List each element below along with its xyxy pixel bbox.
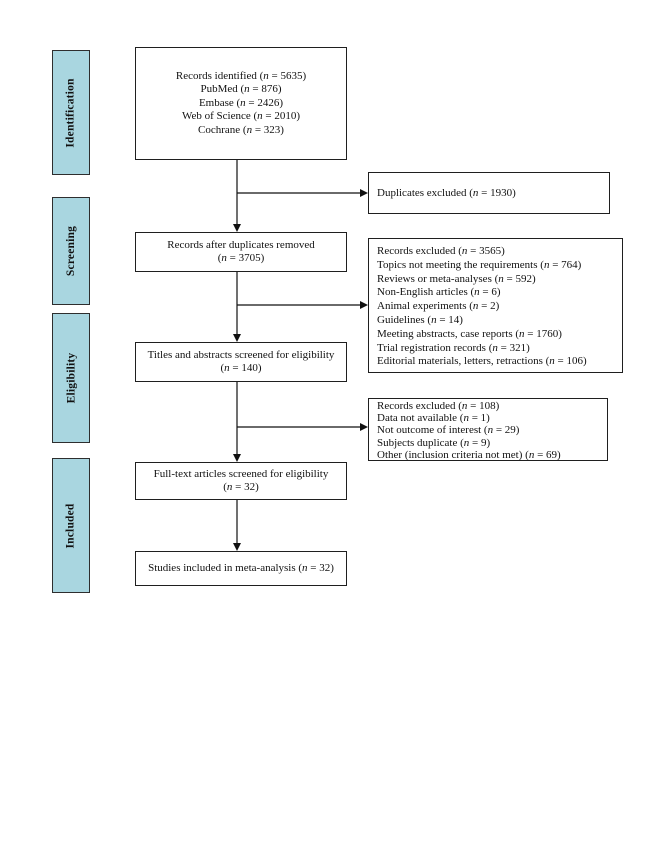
flow-line: (n = 32) [223,481,259,493]
flow-line: Cochrane (n = 323) [198,123,284,136]
exclusion-line: Records excluded (n = 108) [377,400,500,412]
flow-line: Studies included in meta-analysis (n = 3… [148,561,334,574]
exclusion-box-duplicates-excluded: Duplicates excluded (n = 1930) [368,172,610,214]
stage-label-screening: Screening [52,197,90,305]
flow-box-studies-included: Studies included in meta-analysis (n = 3… [135,551,347,586]
exclusion-line: Animal experiments (n = 2) [377,300,500,313]
stage-label-text: Eligibility [65,352,77,404]
exclusion-box-records-excluded-screening: Records excluded (n = 3565) Topics not m… [368,238,623,373]
stage-label-text: Identification [65,77,77,148]
exclusion-line: Data not available (n = 1) [377,412,490,425]
exclusion-line: Duplicates excluded (n = 1930) [377,186,516,199]
exclusion-line: Meeting abstracts, case reports (n = 176… [377,327,562,340]
flow-line: PubMed (n = 876) [200,83,282,96]
stage-label-eligibility: Eligibility [52,313,90,443]
stage-label-identification: Identification [52,50,90,175]
flow-line: Full-text articles screened for eligibil… [153,467,329,480]
flow-box-titles-abstracts-screened: Titles and abstracts screened for eligib… [135,342,347,382]
flow-box-full-text-screened: Full-text articles screened for eligibil… [135,462,347,500]
exclusion-line: Non-English articles (n = 6) [377,286,501,299]
stage-label-included: Included [52,458,90,593]
exclusion-line: Not outcome of interest (n = 29) [377,424,520,437]
exclusion-line: Subjects duplicate (n = 9) [377,436,491,449]
exclusion-line: Guidelines (n = 14) [377,313,463,326]
stage-label-text: Screening [65,225,77,277]
flow-line: (n = 3705) [217,252,265,264]
flow-line: (n = 140) [220,362,262,374]
flow-line: Titles and abstracts screened for eligib… [147,348,335,361]
flow-line: Records after duplicates removed [167,238,315,251]
flow-line: Web of Science (n = 2010) [181,110,301,123]
stage-label-text: Included [65,502,77,549]
exclusion-line: Topics not meeting the requirements (n =… [377,258,582,271]
flow-box-records-after-duplicates: Records after duplicates removed (n = 37… [135,232,347,272]
exclusion-line: Records excluded (n = 3565) [377,245,505,257]
exclusion-box-records-excluded-eligibility: Records excluded (n = 108) Data not avai… [368,398,608,461]
exclusion-line: Editorial materials, letters, retraction… [377,355,587,368]
exclusion-line: Reviews or meta-analyses (n = 592) [377,272,536,285]
exclusion-line: Other (inclusion criteria not met) (n = … [377,448,561,461]
flow-line: Records identified (n = 5635) [175,69,307,82]
flow-box-records-identified: Records identified (n = 5635) PubMed (n … [135,47,347,160]
flow-line: Embase (n = 2426) [198,96,284,109]
exclusion-line: Trial registration records (n = 321) [377,341,530,354]
